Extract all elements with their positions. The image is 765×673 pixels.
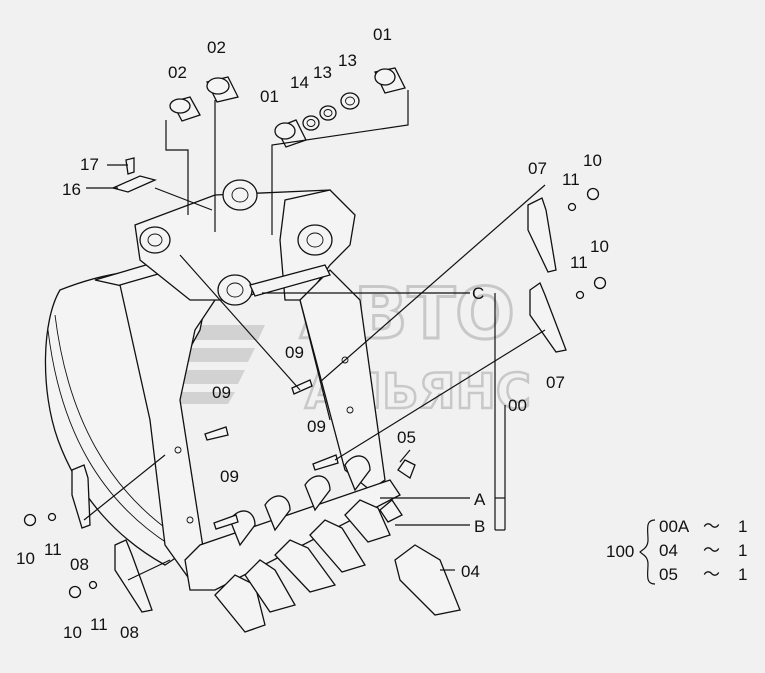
leader-lines bbox=[83, 90, 546, 581]
part-labels: 02 02 01 01 14 13 13 17 16 07 11 10 11 1… bbox=[16, 25, 609, 642]
pin-part-05 bbox=[397, 459, 416, 479]
kit-row-part: 05 bbox=[659, 565, 678, 584]
bushing-02-right bbox=[206, 76, 239, 103]
kit-row-qty: 1 bbox=[738, 541, 747, 560]
bolt-part-17 bbox=[125, 157, 135, 175]
label-00: 00 bbox=[508, 396, 527, 415]
tooth-2 bbox=[244, 559, 296, 613]
label-10-left: 10 bbox=[16, 549, 35, 568]
washer-11-d bbox=[88, 580, 98, 590]
bolt-09-a bbox=[291, 379, 313, 395]
label-01-center: 01 bbox=[260, 87, 279, 106]
label-05: 05 bbox=[397, 428, 416, 447]
label-13-a: 13 bbox=[313, 63, 332, 82]
label-01-right: 01 bbox=[373, 25, 392, 44]
bucket-teeth bbox=[214, 455, 391, 633]
tooth-1 bbox=[214, 574, 266, 633]
label-07-upper: 07 bbox=[528, 159, 547, 178]
bushing-02-left bbox=[169, 96, 201, 122]
label-02-right: 02 bbox=[207, 38, 226, 57]
bushing-01-right bbox=[374, 67, 406, 94]
nut-10-a bbox=[586, 187, 600, 201]
nut-10-b bbox=[593, 276, 607, 290]
side-cutter-07-upper bbox=[527, 197, 557, 273]
label-ref-a: A bbox=[474, 490, 486, 509]
shank-4 bbox=[344, 455, 371, 492]
label-09-b: 09 bbox=[212, 383, 231, 402]
kit-row-part: 04 bbox=[659, 541, 678, 560]
nut-10-c bbox=[23, 513, 37, 527]
tooth-3 bbox=[274, 539, 337, 593]
bolt-09-d bbox=[213, 514, 239, 530]
kit-brace bbox=[639, 519, 656, 585]
label-10-bottom: 10 bbox=[63, 623, 82, 642]
label-11-upper: 11 bbox=[562, 170, 580, 189]
label-09-d: 09 bbox=[220, 467, 239, 486]
tooth-4 bbox=[309, 519, 366, 573]
washer-11-b bbox=[575, 290, 585, 300]
label-09-a: 09 bbox=[285, 343, 304, 362]
label-07-lower: 07 bbox=[546, 373, 565, 392]
kit-row-symbol: ～ bbox=[703, 541, 720, 560]
kit-group-number: 100 bbox=[606, 542, 634, 561]
kit-row: 04 ～ 1 bbox=[659, 541, 747, 560]
side-cutter-07-lower bbox=[529, 282, 567, 353]
label-10-upper: 10 bbox=[583, 151, 602, 170]
nut-10-d bbox=[68, 585, 82, 599]
label-14: 14 bbox=[290, 73, 309, 92]
label-17: 17 bbox=[80, 155, 99, 174]
bushing-01-center bbox=[274, 119, 307, 148]
kit-row-symbol: ～ bbox=[703, 517, 720, 536]
label-02-left: 02 bbox=[168, 63, 187, 82]
kit-row-qty: 1 bbox=[738, 565, 747, 584]
label-13-b: 13 bbox=[338, 51, 357, 70]
shim-part-16 bbox=[111, 175, 157, 193]
label-04: 04 bbox=[461, 562, 480, 581]
label-ref-b: B bbox=[474, 517, 485, 536]
shank-2 bbox=[264, 495, 291, 532]
tooth-part-04 bbox=[394, 544, 461, 616]
label-09-c: 09 bbox=[307, 417, 326, 436]
adapter-part-b bbox=[379, 499, 403, 523]
label-08-lower: 08 bbox=[120, 623, 139, 642]
kit-row-symbol: ～ bbox=[703, 565, 720, 584]
label-10-mid: 10 bbox=[590, 237, 609, 256]
kit-row-qty: 1 bbox=[738, 517, 747, 536]
bolt-09-b bbox=[204, 426, 229, 441]
side-cutter-08-upper bbox=[71, 464, 91, 529]
kit-table: 100 00A ～ 1 04 ～ 1 05 ～ 1 bbox=[606, 517, 747, 585]
kit-row-part: 00A bbox=[659, 517, 690, 536]
label-11-bottom: 11 bbox=[90, 615, 108, 634]
shim-13-a bbox=[319, 105, 337, 121]
side-cutter-08-lower bbox=[114, 539, 153, 613]
shim-13-b bbox=[340, 92, 360, 110]
shank-3 bbox=[304, 475, 331, 512]
label-08-upper: 08 bbox=[70, 555, 89, 574]
bolt-09-c bbox=[312, 454, 339, 471]
label-16: 16 bbox=[62, 180, 81, 199]
washer-11-c bbox=[47, 512, 57, 522]
label-11-mid: 11 bbox=[570, 253, 588, 272]
label-11-left: 11 bbox=[44, 540, 62, 559]
kit-row: 05 ～ 1 bbox=[659, 565, 747, 584]
tooth-5 bbox=[344, 499, 391, 543]
shim-14 bbox=[302, 115, 320, 131]
bushings bbox=[169, 67, 406, 148]
label-ref-c: C bbox=[472, 284, 484, 303]
kit-row: 00A ～ 1 bbox=[659, 517, 747, 536]
washer-11-a bbox=[567, 202, 577, 212]
